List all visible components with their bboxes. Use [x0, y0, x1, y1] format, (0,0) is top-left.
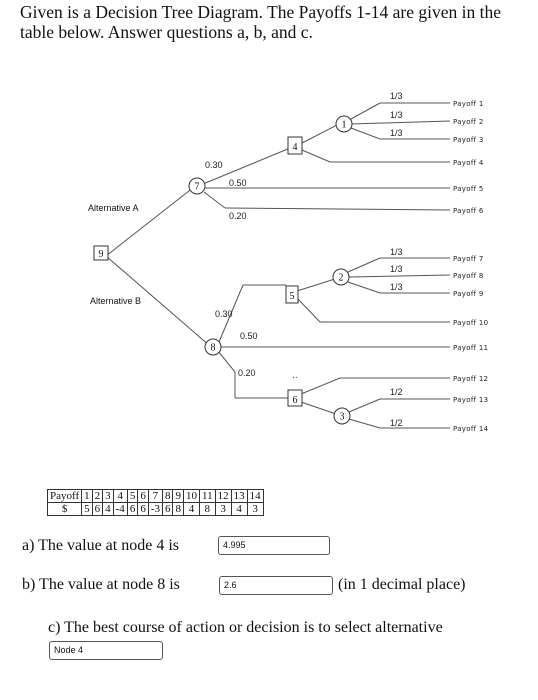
node-2-label: 2: [339, 273, 344, 284]
decision-node-4: [287, 136, 303, 155]
table-cell: 5: [126, 489, 139, 503]
intro-text: Given is a Decision Tree Diagram. The Pa…: [20, 2, 501, 42]
chance-node-1: [335, 115, 353, 133]
table-cell: 4: [182, 502, 200, 516]
payoff-label: Payoff 14: [453, 425, 489, 433]
table-cell: 6: [162, 502, 174, 516]
alternative-a-label: Alternative A: [88, 203, 139, 213]
ellipsis-mark: ..: [292, 371, 298, 381]
table-cell: 4: [230, 502, 248, 516]
prob-label: 1/3: [390, 247, 403, 257]
table-cell: 6: [91, 502, 104, 516]
payoff-label: Payoff 2: [453, 118, 484, 126]
table-cell: 6: [137, 502, 149, 516]
payoff-label: Payoff 9: [453, 290, 484, 298]
table-cell: -3: [147, 502, 163, 516]
table-cell: 6: [137, 489, 149, 503]
node-1-label: 1: [342, 120, 347, 131]
table-cell: 10: [182, 489, 200, 503]
node-7-label: 7: [195, 182, 200, 193]
alternative-b-label: Alternative B: [90, 296, 141, 306]
decision-tree-diagram: 9 4 5 6 .. 7 1 2 8 3 Alternative A Alter…: [88, 91, 489, 433]
question-c-text: c) The best course of action or decision…: [48, 619, 443, 636]
prob-label: 1/3: [390, 110, 403, 120]
prob-label: 0.50: [240, 331, 258, 341]
chance-node-2: [332, 268, 350, 286]
table-cell: 14: [246, 489, 264, 503]
table-cell: 7: [147, 489, 163, 503]
question-b-text: b) The value at node 8 is: [22, 576, 180, 593]
payoff-label: Payoff 13: [453, 396, 488, 404]
prob-label: 0.20: [238, 368, 256, 378]
payoff-table: Payoff 1 2 3 4 5 6 7 8 9 10 11 12 13 14 …: [46, 489, 264, 516]
node-5-label: 5: [290, 291, 295, 302]
payoff-label: Payoff 1: [453, 100, 484, 108]
node-3-label: 3: [340, 412, 345, 423]
table-cell: 13: [230, 489, 248, 503]
table-cell: 2: [91, 489, 104, 503]
table-cell: 6: [126, 502, 139, 516]
table-cell: 8: [198, 502, 216, 516]
decision-node-9: [93, 245, 109, 261]
decision-node-5: [285, 285, 299, 304]
prob-label: 0.20: [229, 211, 247, 221]
table-cell: 3: [246, 502, 264, 516]
table-cell: 8: [162, 489, 174, 503]
table-cell: 4: [112, 489, 128, 503]
chance-node-8: [204, 338, 222, 356]
table-cell: 11: [198, 489, 216, 503]
payoff-label: Payoff 10: [453, 319, 488, 327]
payoff-label: Payoff 12: [453, 375, 488, 383]
table-cell: 3: [214, 502, 232, 516]
prob-label: 0.30: [205, 160, 223, 170]
node-9-label: 9: [99, 249, 104, 260]
question-a-text: a) The value at node 4 is: [22, 537, 179, 554]
prob-label: 1/2: [390, 418, 403, 428]
prob-label: 1/3: [390, 91, 403, 101]
decision-node-6: [287, 389, 303, 407]
answer-a-field[interactable]: 4.995: [218, 536, 330, 555]
prob-label: 0.30: [215, 309, 233, 319]
prob-label: 1/2: [390, 387, 403, 397]
payoff-label: Payoff 4: [453, 159, 484, 167]
prob-label: 0.50: [229, 178, 247, 188]
chance-node-7: [188, 177, 206, 195]
payoff-label: Payoff 7: [453, 255, 484, 263]
table-header-cell: $: [46, 502, 83, 516]
prob-label: 1/3: [390, 128, 403, 138]
payoff-label: Payoff 3: [453, 136, 484, 144]
answer-c-field[interactable]: Node 4: [49, 641, 163, 660]
table-cell: 9: [172, 489, 184, 503]
table-header-cell: Payoff: [46, 489, 83, 503]
table-cell: 4: [102, 502, 114, 516]
table-cell: 8: [172, 502, 184, 516]
prob-label: 1/3: [390, 282, 403, 292]
chance-node-3: [333, 407, 351, 425]
table-row-payoff-values: $ 5 6 4 -4 6 6 -3 6 8 4 8 3 4 3: [46, 502, 264, 516]
table-cell: 1: [81, 489, 93, 503]
node-4-label: 4: [293, 142, 298, 153]
table-cell: 12: [214, 489, 232, 503]
payoff-label: Payoff 5: [453, 185, 484, 193]
table-cell: 3: [102, 489, 114, 503]
payoff-label: Payoff 8: [453, 272, 484, 280]
prob-label: 1/3: [390, 264, 403, 274]
payoff-label: Payoff 6: [453, 207, 484, 215]
node-8-label: 8: [211, 343, 216, 354]
payoff-label: Payoff 11: [453, 344, 488, 352]
node-6-label: 6: [293, 395, 298, 406]
table-row-payoff-numbers: Payoff 1 2 3 4 5 6 7 8 9 10 11 12 13 14: [46, 489, 264, 503]
answer-b-field[interactable]: 2.6: [219, 576, 333, 595]
table-cell: 5: [81, 502, 93, 516]
table-cell: -4: [112, 502, 128, 516]
question-b-suffix: (in 1 decimal place): [338, 576, 466, 593]
